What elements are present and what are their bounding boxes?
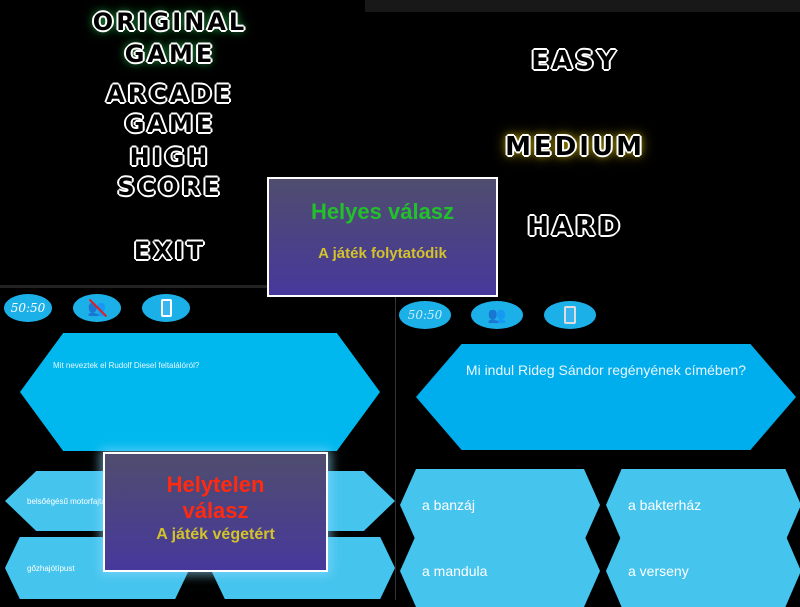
menu-label: HIGH bbox=[129, 143, 211, 171]
menu-arcade-game-line2[interactable]: GAME bbox=[0, 110, 340, 138]
menu-label: ORIGINAL bbox=[92, 8, 248, 36]
phone-icon bbox=[564, 306, 576, 324]
difficulty-label: HARD bbox=[527, 212, 623, 242]
dialog-subtitle: A játék folytatódik bbox=[318, 245, 447, 262]
difficulty-label: EASY bbox=[531, 46, 619, 76]
menu-arcade-game[interactable]: ARCADE bbox=[0, 80, 340, 108]
answer-c[interactable]: a mandula bbox=[400, 535, 600, 607]
dialog-title-line2: válasz bbox=[182, 498, 249, 523]
menu-label: EXIT bbox=[133, 237, 207, 265]
dialog-title: Helytelen bbox=[166, 472, 265, 497]
answer-b[interactable]: a bakterház bbox=[606, 469, 800, 541]
main-menu-panel: ORIGINAL GAME ARCADE GAME HIGH SCORE EXI… bbox=[0, 0, 365, 285]
question-text: Mi indul Rideg Sándor regényének címében… bbox=[465, 362, 747, 378]
answer-text: a bakterház bbox=[628, 497, 702, 513]
difficulty-label: MEDIUM bbox=[505, 132, 645, 162]
wrong-answer-dialog: Helytelen válasz A játék végetért bbox=[103, 452, 328, 572]
question-box: Mi indul Rideg Sándor regényének címében… bbox=[416, 344, 796, 450]
answer-a[interactable]: a banzáj bbox=[400, 469, 600, 541]
menu-high-score[interactable]: HIGH bbox=[0, 143, 340, 171]
answer-d[interactable]: a verseny bbox=[606, 535, 800, 607]
difficulty-medium[interactable]: MEDIUM bbox=[405, 132, 745, 162]
menu-original-game-line2[interactable]: GAME bbox=[0, 40, 340, 68]
menu-label: GAME bbox=[124, 40, 216, 68]
menu-label: ARCADE bbox=[106, 80, 234, 108]
right-game-panel: 50:50 👥 Mi indul Rideg Sándor regényének… bbox=[395, 297, 800, 607]
phone-icon bbox=[160, 299, 172, 317]
phone-help-button[interactable] bbox=[142, 294, 190, 322]
audience-help-button[interactable]: 👥 bbox=[471, 301, 523, 329]
menu-exit[interactable]: EXIT bbox=[0, 237, 340, 265]
fifty-fifty-button[interactable]: 50:50 bbox=[399, 301, 451, 329]
question-text: Mit neveztek el Rudolf Diesel feltalálór… bbox=[53, 361, 200, 370]
audience-crossed-icon: 👥 bbox=[88, 298, 107, 318]
difficulty-easy[interactable]: EASY bbox=[405, 46, 745, 76]
fifty-label: 50:50 bbox=[10, 301, 46, 315]
dialog-title: Helyes válasz bbox=[310, 199, 455, 224]
phone-help-button[interactable] bbox=[544, 301, 596, 329]
question-box: Mit neveztek el Rudolf Diesel feltalálór… bbox=[20, 333, 380, 451]
answer-text: belsőégésű motorfajtát bbox=[27, 496, 108, 506]
answer-text: a verseny bbox=[628, 563, 689, 579]
audience-icon: 👥 bbox=[487, 307, 507, 324]
menu-label: GAME bbox=[124, 110, 216, 138]
menu-label: SCORE bbox=[117, 173, 223, 201]
answer-text: gőzhajótípust bbox=[27, 563, 75, 573]
difficulty-hard[interactable]: HARD bbox=[405, 212, 745, 242]
fifty-label: 50:50 bbox=[407, 308, 443, 322]
answer-text: a mandula bbox=[422, 563, 488, 579]
dialog-subtitle: A játék végetért bbox=[156, 526, 275, 543]
menu-original-game[interactable]: ORIGINAL bbox=[0, 8, 340, 36]
fifty-fifty-button[interactable]: 50:50 bbox=[4, 294, 52, 322]
audience-help-used-button[interactable]: 👥 bbox=[73, 294, 121, 322]
correct-answer-dialog: Helyes válasz A játék folytatódik bbox=[267, 177, 498, 297]
answer-text: a banzáj bbox=[422, 497, 475, 513]
menu-high-score-line2[interactable]: SCORE bbox=[0, 173, 340, 201]
